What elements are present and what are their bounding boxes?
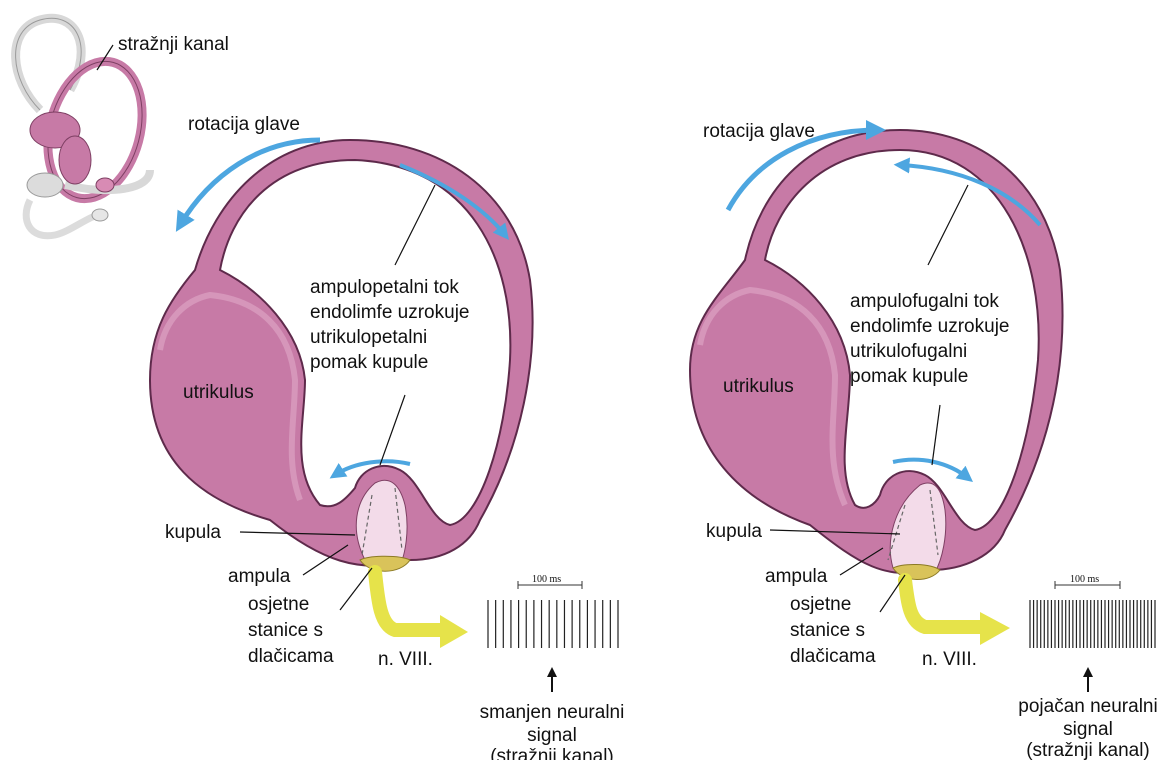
anterior-canal-loop (16, 18, 82, 110)
right-hair-cells-line-2: stanice s (790, 620, 865, 641)
right-flow-line-4: pomak kupule (850, 366, 968, 387)
left-hair-cells-line-3: dlačicama (248, 646, 334, 667)
right-flow-line-3: utrikulofugalni (850, 341, 967, 362)
left-utriculus-label: utrikulus (183, 382, 254, 403)
left-hair-cells (360, 556, 410, 571)
left-hair-cells-line-2: stanice s (248, 620, 323, 641)
left-rotation-label: rotacija glave (188, 114, 300, 135)
left-flow-line-2: endolimfe uzrokuje (310, 302, 469, 323)
right-signal-line-3: (stražnji kanal) (1026, 740, 1150, 760)
right-spike-train: 100 ms (1030, 574, 1155, 692)
inset-label: stražnji kanal (118, 34, 229, 55)
right-cupula-label: kupula (706, 521, 762, 542)
left-panel: rotacija glave ampulopetalni tok endolim… (150, 114, 624, 760)
right-flow-line-2: endolimfe uzrokuje (850, 316, 1009, 337)
left-hair-cells-line-1: osjetne (248, 594, 309, 615)
left-signal-line-2: signal (527, 725, 577, 746)
right-signal-line-1: pojačan neuralni (1018, 696, 1157, 717)
left-spike-train: 100 ms (488, 574, 618, 692)
left-flow-line-3: utrikulopetalni (310, 327, 427, 348)
left-timescale-label: 100 ms (532, 574, 561, 585)
left-nerve (375, 572, 445, 630)
right-hair-cells-line-3: dlačicama (790, 646, 876, 667)
left-flow-line-1: ampulopetalni tok (310, 277, 459, 298)
right-timescale-label: 100 ms (1070, 574, 1099, 585)
right-nerve (905, 580, 985, 627)
left-flow-line-4: pomak kupule (310, 352, 428, 373)
right-rotation-label: rotacija glave (703, 121, 815, 142)
right-hair-cells-line-1: osjetne (790, 594, 851, 615)
right-signal-line-2: signal (1063, 719, 1113, 740)
left-signal-line-1: smanjen neuralni (480, 702, 625, 723)
right-panel: rotacija glave ampulofugalni tok endolim… (690, 121, 1158, 760)
left-ampulla-label: ampula (228, 566, 291, 587)
left-signal-line-3: (stražnji kanal) (490, 746, 614, 760)
right-nerve-label: n. VIII. (922, 649, 977, 670)
right-ampulla-label: ampula (765, 566, 828, 587)
left-cupula-label: kupula (165, 522, 221, 543)
left-nerve-label: n. VIII. (378, 649, 433, 670)
right-utriculus-label: utrikulus (723, 376, 794, 397)
right-flow-line-1: ampulofugalni tok (850, 291, 999, 312)
